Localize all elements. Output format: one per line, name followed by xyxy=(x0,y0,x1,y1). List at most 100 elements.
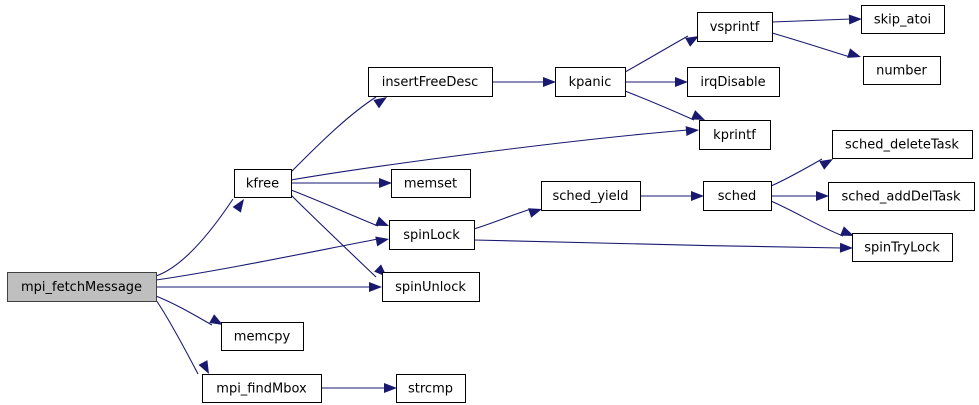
arrowhead-icon xyxy=(375,236,389,247)
node-box[interactable] xyxy=(703,181,772,211)
node-box[interactable] xyxy=(234,169,292,198)
node-label: memcpy xyxy=(234,330,291,345)
edge-insertFreeDesc-to-kpanic xyxy=(492,77,556,87)
node-label: sched_deleteTask xyxy=(845,138,959,153)
arrowhead-icon xyxy=(232,199,244,213)
edge-line xyxy=(770,200,844,237)
edge-line xyxy=(290,189,379,227)
node-label: spinUnlock xyxy=(395,280,466,295)
node-mpi_fetchMessage[interactable]: mpi_fetchMessage xyxy=(7,272,157,302)
edge-vsprintf-to-number xyxy=(771,32,861,58)
node-box[interactable] xyxy=(396,374,466,403)
arrowhead-icon xyxy=(198,360,209,374)
arrowhead-icon xyxy=(675,77,688,87)
arrowhead-icon xyxy=(209,314,223,325)
edge-line xyxy=(624,90,695,121)
edge-mpi_findMbox-to-strcmp xyxy=(321,383,397,393)
node-kfree[interactable]: kfree xyxy=(234,169,292,198)
node-spinTryLock[interactable]: spinTryLock xyxy=(852,233,953,262)
node-sched_yield[interactable]: sched_yield xyxy=(541,181,641,211)
edge-line xyxy=(624,35,689,73)
arrowhead-icon xyxy=(848,14,862,25)
arrowhead-icon xyxy=(840,226,854,236)
edge-mpi_fetchMessage-to-spinUnlock xyxy=(156,282,382,292)
arrowhead-icon xyxy=(839,242,853,253)
node-box[interactable] xyxy=(541,181,641,211)
node-label: insertFreeDesc xyxy=(382,75,479,90)
node-label: kpanic xyxy=(569,75,612,90)
node-spinUnlock[interactable]: spinUnlock xyxy=(382,272,480,302)
node-label: vsprintf xyxy=(710,20,760,35)
arrowhead-icon xyxy=(373,97,387,109)
node-memset[interactable]: memset xyxy=(391,169,471,198)
edge-mpi_fetchMessage-to-kfree xyxy=(155,198,244,277)
edge-kpanic-to-kprintf xyxy=(624,90,705,121)
edge-kpanic-to-vsprintf xyxy=(624,35,699,73)
node-box[interactable] xyxy=(202,374,322,403)
node-label: memset xyxy=(404,177,457,192)
node-spinLock[interactable]: spinLock xyxy=(389,220,475,250)
node-label: irqDisable xyxy=(700,75,765,90)
edge-line xyxy=(155,295,213,326)
arrowhead-icon xyxy=(528,208,542,218)
node-label: sched xyxy=(718,189,756,204)
arrowhead-icon xyxy=(369,282,382,292)
node-box[interactable] xyxy=(832,130,973,159)
node-vsprintf[interactable]: vsprintf xyxy=(697,12,773,42)
node-box[interactable] xyxy=(828,182,975,211)
node-skip_atoi[interactable]: skip_atoi xyxy=(861,5,945,34)
node-box[interactable] xyxy=(555,67,626,97)
node-box[interactable] xyxy=(687,67,780,97)
node-mpi_findMbox[interactable]: mpi_findMbox xyxy=(202,374,322,403)
edge-line xyxy=(771,18,852,23)
node-label: spinTryLock xyxy=(864,241,940,256)
edge-line xyxy=(770,158,823,187)
edge-line xyxy=(290,96,377,173)
arrowhead-icon xyxy=(543,77,556,87)
edges-layer xyxy=(155,14,862,393)
node-label: mpi_fetchMessage xyxy=(21,280,142,295)
node-irqDisable[interactable]: irqDisable xyxy=(687,67,780,97)
arrowhead-icon xyxy=(847,48,861,58)
edge-kfree-to-kprintf xyxy=(290,126,699,181)
node-number[interactable]: number xyxy=(863,56,941,85)
edge-kfree-to-spinUnlock xyxy=(290,194,387,278)
node-sched_deleteTask[interactable]: sched_deleteTask xyxy=(832,130,973,159)
node-box[interactable] xyxy=(7,272,157,302)
node-box[interactable] xyxy=(852,233,953,262)
node-label: kprintf xyxy=(713,128,756,143)
edge-spinLock-to-spinTryLock xyxy=(473,239,853,253)
node-sched_addDelTask[interactable]: sched_addDelTask xyxy=(828,182,975,211)
node-label: sched_addDelTask xyxy=(841,190,961,205)
node-box[interactable] xyxy=(389,220,475,250)
node-label: spinLock xyxy=(403,228,460,243)
node-label: number xyxy=(876,64,927,79)
node-kpanic[interactable]: kpanic xyxy=(555,67,626,97)
edge-line xyxy=(290,129,689,181)
edge-mpi_fetchMessage-to-memcpy xyxy=(155,295,223,326)
node-kprintf[interactable]: kprintf xyxy=(699,120,771,150)
edge-line xyxy=(155,198,234,277)
edge-sched-to-sched_deleteTask xyxy=(770,158,833,187)
node-box[interactable] xyxy=(221,322,304,351)
edge-sched-to-sched_addDelTask xyxy=(771,191,829,201)
node-box[interactable] xyxy=(382,272,480,302)
edge-line xyxy=(155,238,379,281)
node-box[interactable] xyxy=(863,56,941,85)
node-sched[interactable]: sched xyxy=(703,181,772,211)
node-box[interactable] xyxy=(861,5,945,34)
edge-line xyxy=(473,208,532,230)
arrowhead-icon xyxy=(816,191,829,201)
node-insertFreeDesc[interactable]: insertFreeDesc xyxy=(368,67,493,97)
edge-kfree-to-spinLock xyxy=(290,189,389,227)
node-box[interactable] xyxy=(391,169,471,198)
node-box[interactable] xyxy=(699,120,771,150)
node-label: kfree xyxy=(246,177,279,192)
node-box[interactable] xyxy=(368,67,493,97)
node-strcmp[interactable]: strcmp xyxy=(396,374,466,403)
edge-mpi_fetchMessage-to-mpi_findMbox xyxy=(155,299,209,375)
node-memcpy[interactable]: memcpy xyxy=(221,322,304,351)
node-box[interactable] xyxy=(697,12,773,42)
arrowhead-icon xyxy=(379,178,392,188)
